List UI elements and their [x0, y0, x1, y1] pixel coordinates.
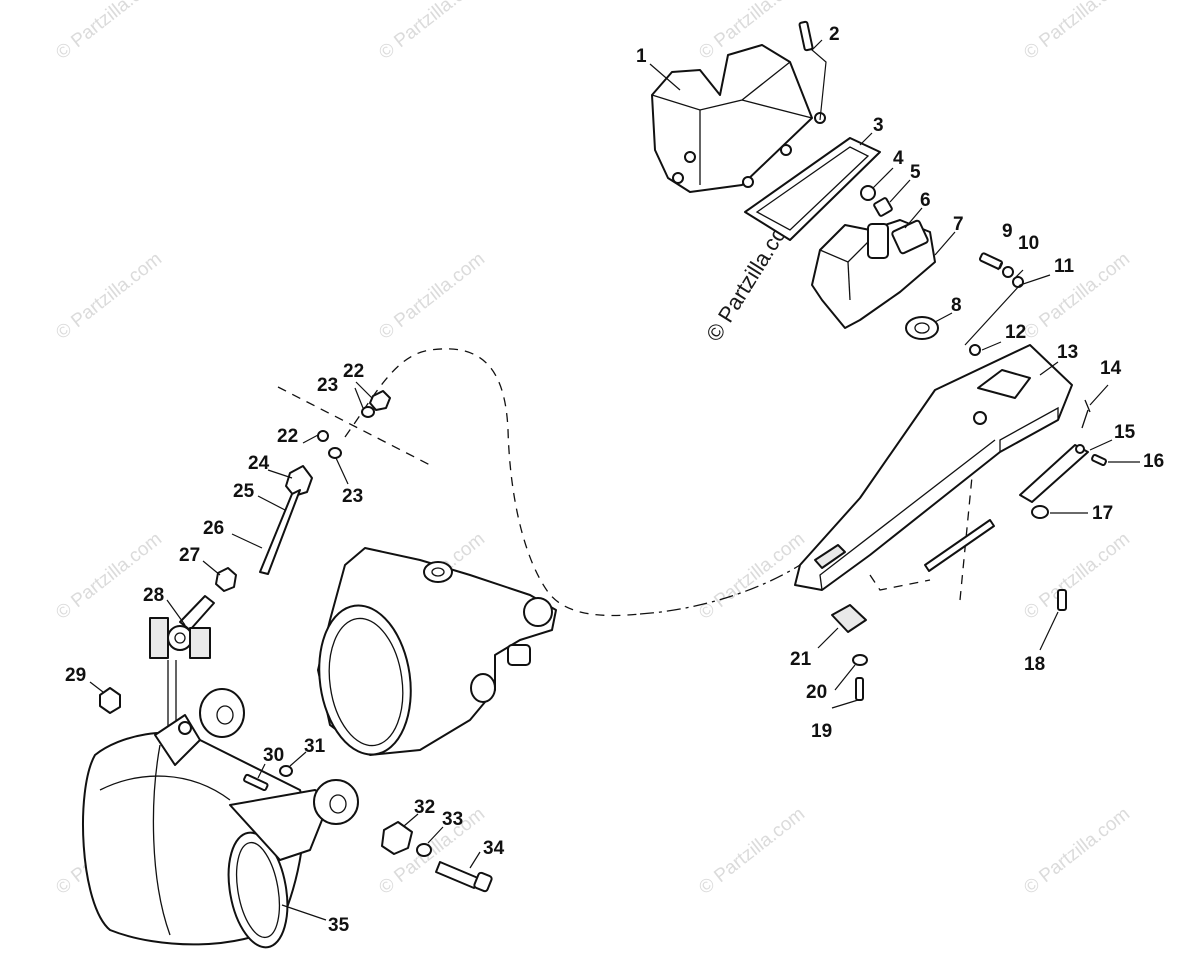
callout-23: 23 — [317, 375, 338, 396]
watermark: © Partzilla.com — [1020, 529, 1134, 624]
nut-part — [99, 687, 121, 714]
callout-10: 10 — [1018, 233, 1039, 254]
washer-part — [852, 654, 868, 666]
watermark: © Partzilla.com — [1020, 0, 1134, 64]
switch-housing-part — [811, 219, 936, 329]
pin-part — [1091, 453, 1107, 467]
callout-14: 14 — [1100, 358, 1122, 379]
callout-30: 30 — [263, 745, 284, 766]
callout-7: 7 — [953, 214, 964, 235]
callout-9: 9 — [1002, 221, 1013, 242]
washer-part — [361, 406, 375, 418]
callout-33: 33 — [442, 809, 463, 830]
watermark: © Partzilla.com — [1020, 249, 1134, 344]
washer-part — [1002, 266, 1014, 278]
screw-part — [243, 773, 269, 792]
linkage-path — [344, 348, 641, 617]
bolt-part — [978, 252, 1004, 270]
washer-part — [1012, 276, 1024, 288]
callout-21: 21 — [790, 649, 812, 670]
watermark: © Partzilla.com — [52, 0, 166, 64]
washer-part — [969, 344, 981, 356]
steering-housing-part — [317, 547, 557, 756]
watermark: © Partzilla.com — [1020, 804, 1134, 899]
nut-part — [215, 567, 237, 592]
grommet-part — [905, 316, 939, 340]
callout-6: 6 — [920, 190, 931, 211]
callout-11: 11 — [1054, 256, 1075, 277]
watermark: © Partzilla.com — [52, 249, 166, 344]
washer-part — [317, 430, 329, 442]
callout-15: 15 — [1114, 422, 1136, 443]
callout-24: 24 — [248, 453, 270, 474]
watermark: © Partzilla.com — [695, 529, 809, 624]
plug-part — [873, 197, 893, 217]
watermark: © Partzilla.com — [695, 804, 809, 899]
bushing-part — [381, 821, 413, 855]
callout-4: 4 — [893, 148, 904, 169]
callout-25: 25 — [233, 481, 255, 502]
alignment-line — [869, 574, 931, 591]
callout-13: 13 — [1057, 342, 1078, 363]
screw-part — [798, 20, 814, 52]
cover-part — [651, 44, 826, 193]
callout-19: 19 — [811, 721, 832, 742]
watermark: © Partzilla.com — [52, 529, 166, 624]
leader-lines — [89, 39, 1140, 921]
bolt-part — [259, 465, 313, 575]
callout-22: 22 — [343, 361, 364, 382]
linkage-path — [639, 564, 801, 615]
callout-22: 22 — [277, 426, 298, 447]
callout-8: 8 — [951, 295, 962, 316]
nut-part — [369, 390, 391, 411]
pad-part — [831, 604, 867, 633]
callout-28: 28 — [143, 585, 164, 606]
washer-part — [416, 843, 432, 857]
stud-part — [924, 519, 995, 572]
bolt-part — [1057, 589, 1067, 611]
callout-17: 17 — [1092, 503, 1113, 524]
callout-27: 27 — [179, 545, 200, 566]
watermark: © Partzilla.com — [375, 249, 489, 344]
callout-18: 18 — [1024, 654, 1045, 675]
callout-3: 3 — [873, 115, 884, 136]
washer-part — [279, 765, 293, 777]
callout-34: 34 — [483, 838, 505, 859]
callout-29: 29 — [65, 665, 86, 686]
alignment-line — [277, 386, 431, 466]
rod-end-part — [149, 595, 215, 659]
mounting-bracket-part — [794, 344, 1073, 591]
hinge-bar-part — [1019, 444, 1089, 503]
callout-20: 20 — [806, 682, 827, 703]
callout-26: 26 — [203, 518, 224, 539]
pin-part — [1081, 399, 1091, 429]
washer-part — [860, 185, 876, 201]
nozzle-part — [82, 688, 359, 949]
callout-16: 16 — [1143, 451, 1164, 472]
callout-32: 32 — [414, 797, 435, 818]
callout-12: 12 — [1005, 322, 1026, 343]
callout-31: 31 — [304, 736, 326, 757]
bolt-part — [435, 861, 493, 893]
callout-5: 5 — [910, 162, 921, 183]
watermark: © Partzilla.com — [375, 0, 489, 64]
callout-1: 1 — [636, 46, 647, 67]
callout-35: 35 — [328, 915, 350, 936]
washer-part — [328, 447, 342, 459]
callout-23: 23 — [342, 486, 363, 507]
gasket-part — [744, 137, 881, 241]
callout-2: 2 — [829, 24, 840, 45]
screw-part — [855, 677, 864, 701]
washer-part — [1031, 505, 1049, 519]
callout-labels: 1 2 3 4 5 6 7 8 9 10 11 12 13 14 15 16 1… — [65, 24, 1164, 936]
bracket-part — [167, 660, 177, 731]
